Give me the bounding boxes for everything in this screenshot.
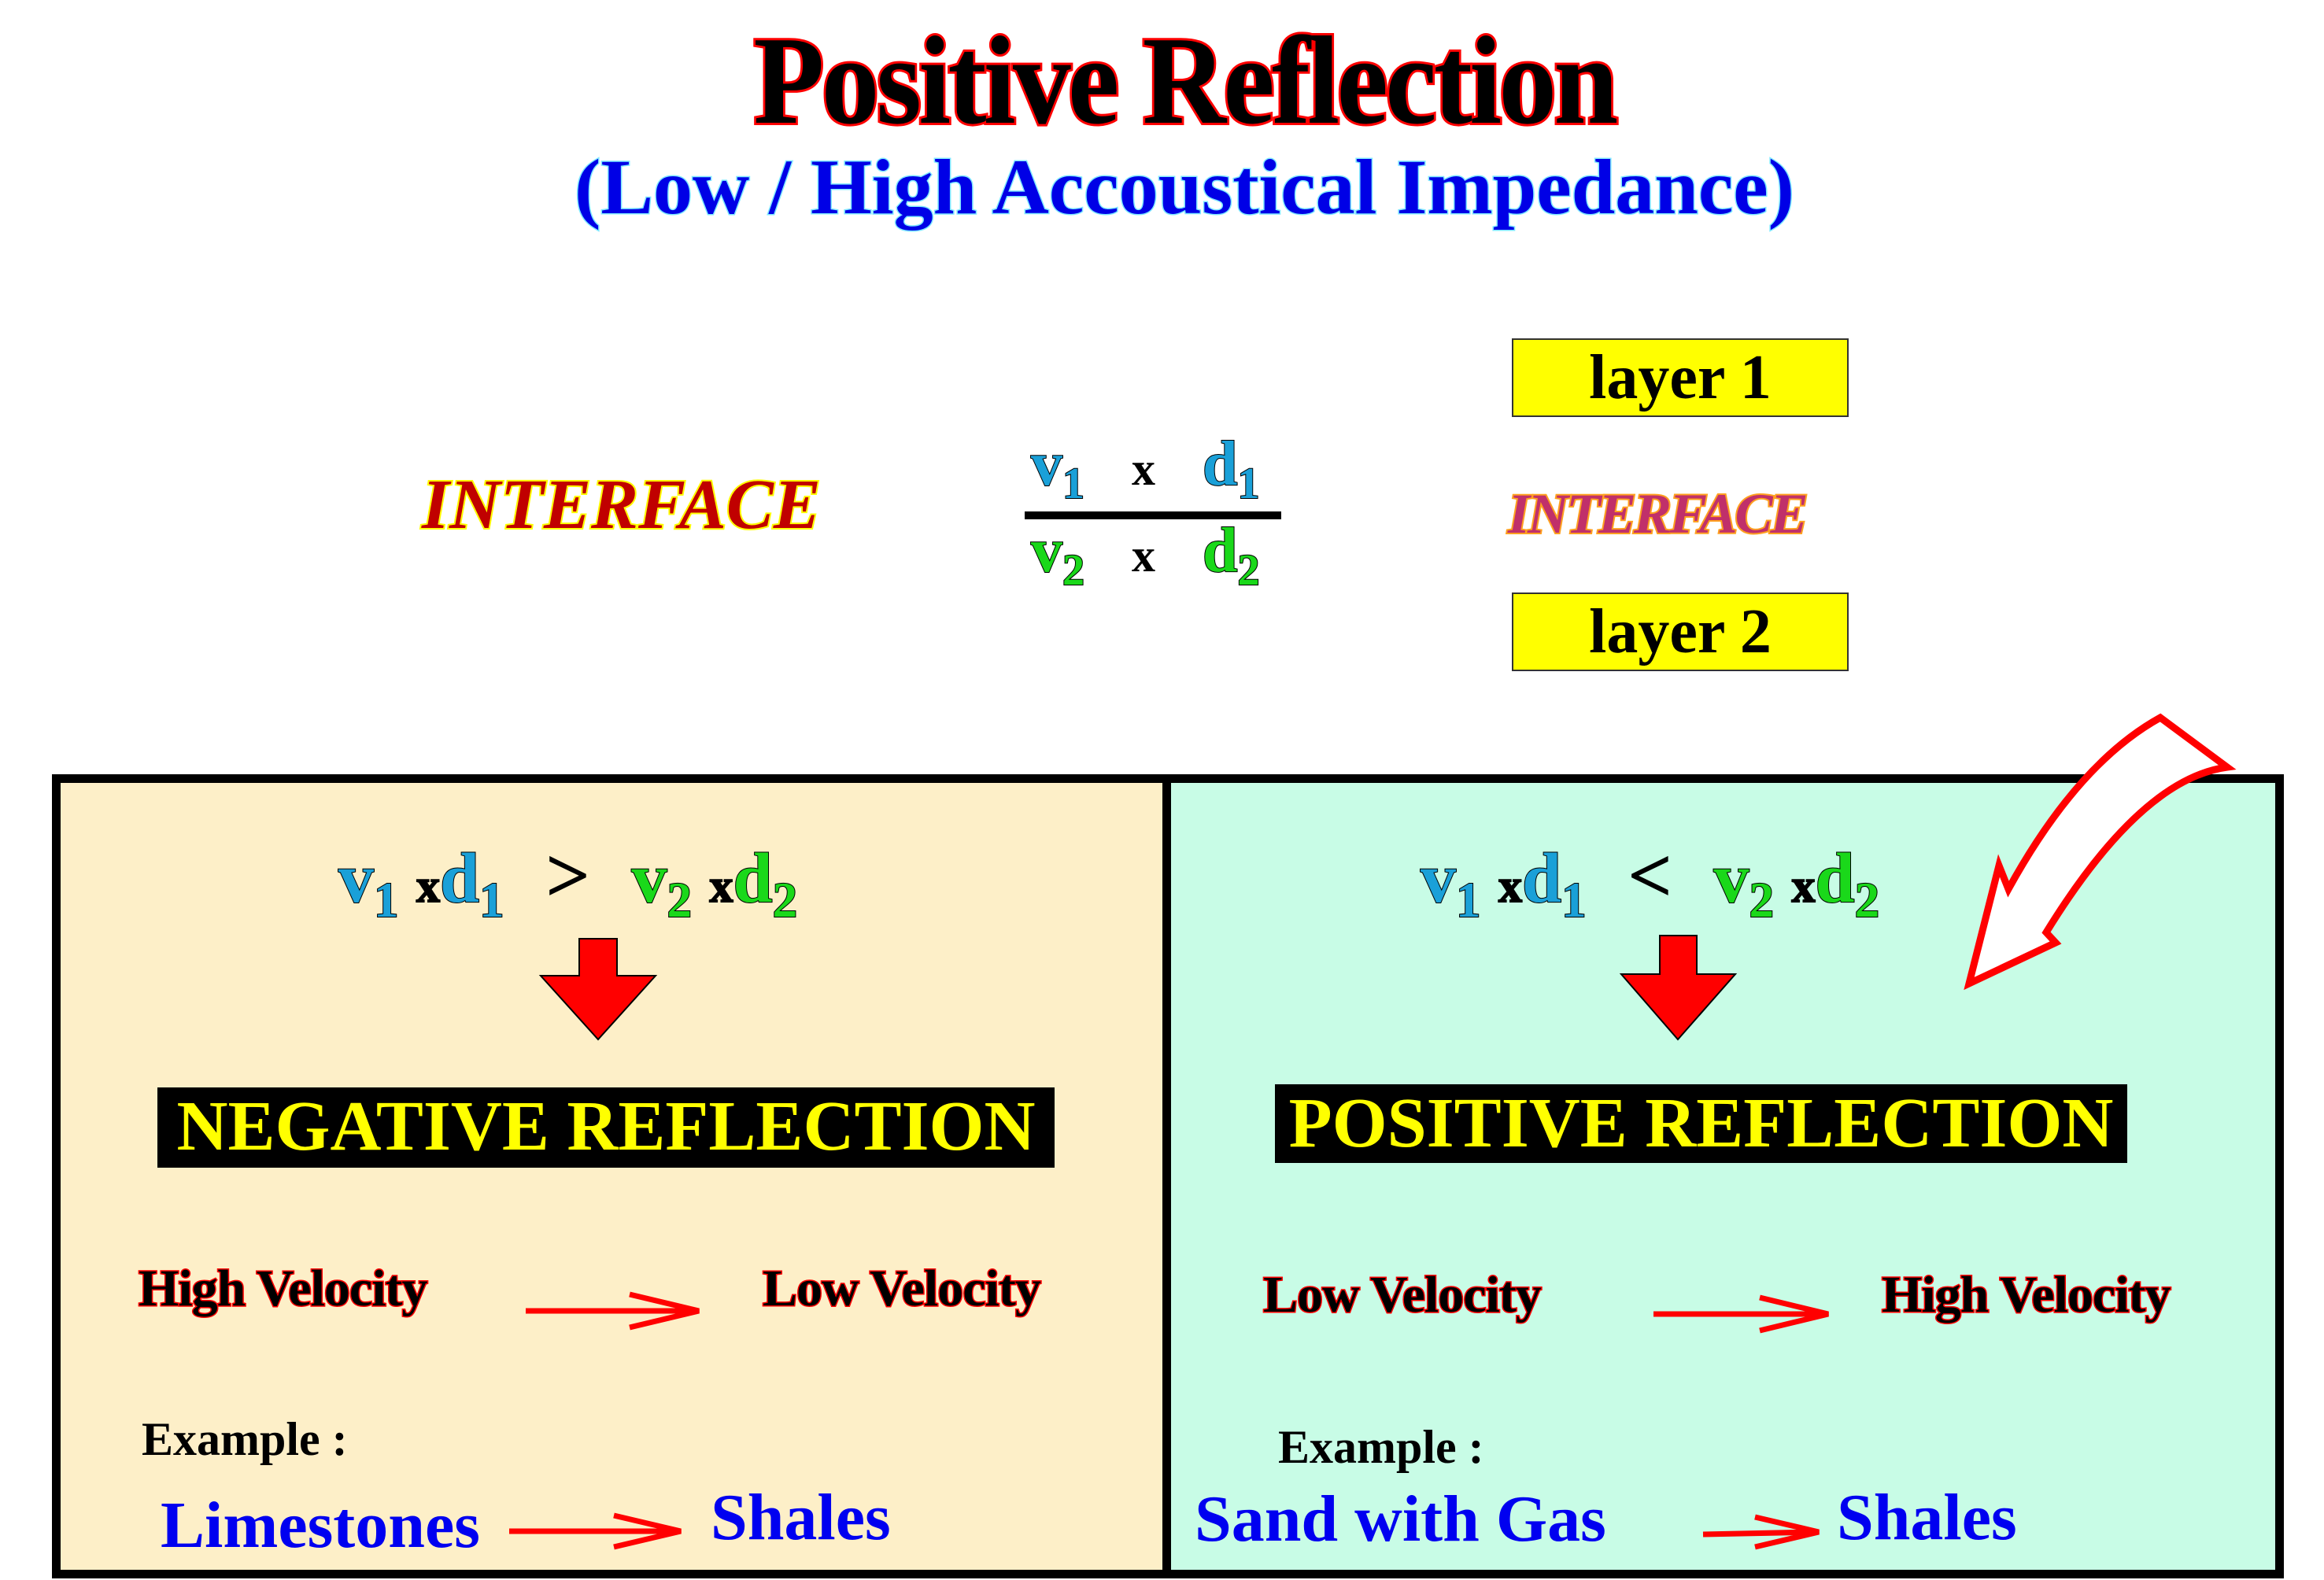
page-subtitle: (Low / High Accoustical Impedance) [574, 142, 1796, 232]
subscript: 2 [1749, 872, 1775, 928]
v1-symbol: v [338, 839, 375, 918]
panel-divider [1162, 774, 1171, 1578]
left-example-from: Limestones [161, 1489, 480, 1562]
times-symbol: x [416, 859, 441, 913]
subscript: 1 [478, 872, 504, 928]
v1-symbol: v [1420, 839, 1457, 918]
negative-panel [61, 783, 1162, 1570]
subscript: 2 [772, 872, 798, 928]
subscript: 1 [1237, 459, 1261, 509]
interface-label-left: INTERFACE [420, 464, 822, 545]
subscript: 1 [1455, 872, 1481, 928]
layer-1-box: layer 1 [1512, 338, 1849, 417]
v2-symbol: v [631, 839, 668, 918]
v1-symbol: v [1030, 429, 1063, 500]
less-than-symbol: < [1628, 832, 1673, 919]
d2-symbol: d [1815, 839, 1856, 918]
left-formula: v1 xd1 > v2 xd2 [338, 830, 798, 929]
subscript: 2 [1854, 872, 1880, 928]
right-to-velocity: High Velocity [1881, 1265, 2173, 1325]
d1-symbol: d [1202, 429, 1238, 500]
subscript: 2 [1062, 545, 1085, 596]
fraction-line [1025, 511, 1281, 519]
subscript: 1 [1561, 872, 1587, 928]
d2-symbol: d [733, 839, 774, 918]
d1-symbol: d [439, 839, 480, 918]
right-example-label: Example : [1278, 1421, 1484, 1473]
subscript: 1 [1062, 459, 1085, 509]
times-symbol: x [709, 859, 734, 913]
subscript: 2 [1237, 545, 1261, 596]
positive-reflection-banner: POSITIVE REFLECTION [1275, 1084, 2127, 1163]
v2-symbol: v [1713, 839, 1750, 918]
d2-symbol: d [1202, 515, 1238, 586]
fraction-numerator: v1 x d1 [1030, 429, 1261, 509]
subscript: 1 [373, 872, 399, 928]
left-from-velocity: High Velocity [138, 1259, 430, 1319]
page-title: Positive Reflection [752, 8, 1620, 153]
layer-2-box: layer 2 [1512, 592, 1849, 671]
times-symbol: x [1498, 859, 1523, 913]
left-to-velocity: Low Velocity [762, 1259, 1043, 1319]
d1-symbol: d [1521, 839, 1562, 918]
right-formula: v1 xd1 < v2 xd2 [1420, 830, 1880, 929]
left-example-to: Shales [711, 1481, 891, 1554]
negative-reflection-banner: NEGATIVE REFLECTION [157, 1087, 1055, 1168]
right-example-to: Shales [1837, 1481, 2017, 1554]
times-symbol: x [1132, 530, 1155, 581]
greater-than-symbol: > [545, 832, 591, 919]
right-example-from: Sand with Gas [1195, 1482, 1606, 1556]
times-symbol: x [1132, 443, 1155, 495]
left-example-label: Example : [142, 1413, 348, 1465]
subscript: 2 [667, 872, 693, 928]
times-symbol: x [1791, 859, 1816, 913]
fraction-denominator: v2 x d2 [1030, 515, 1261, 596]
v2-symbol: v [1030, 515, 1063, 586]
right-from-velocity: Low Velocity [1262, 1265, 1543, 1325]
interface-label-right: INTERFACE [1506, 481, 1810, 547]
